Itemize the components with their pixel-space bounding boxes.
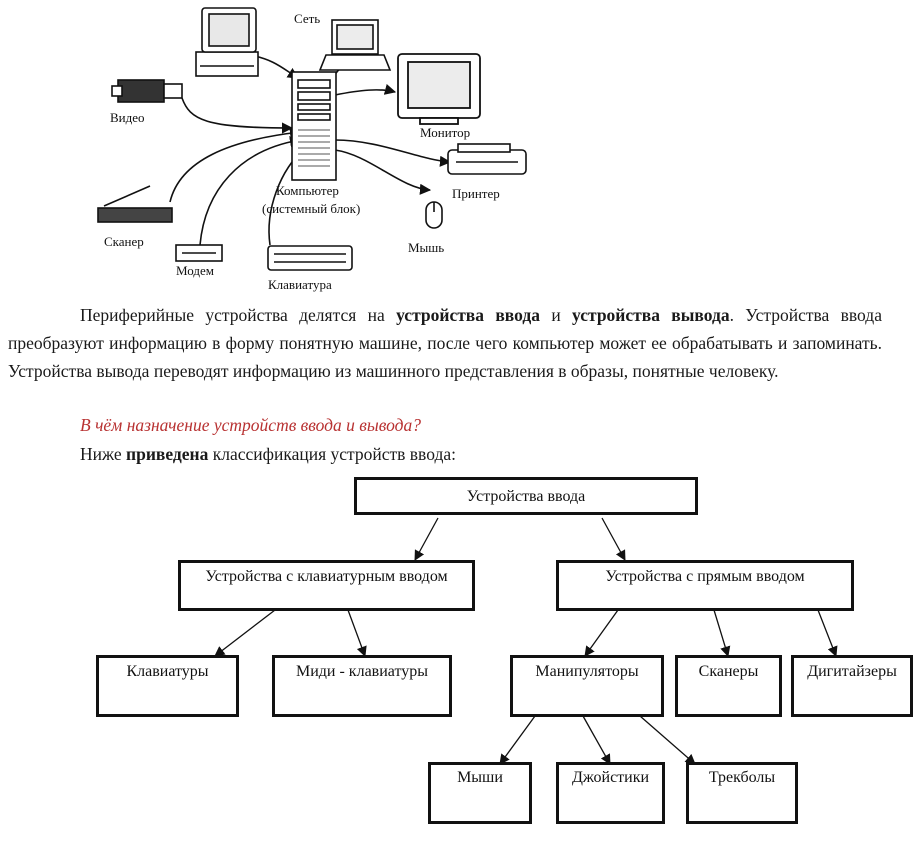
mouse-icon [425,201,443,229]
video-camera-icon [111,79,183,103]
printer-label: Принтер [452,186,500,201]
box-keyboards: Клавиатуры [96,655,239,717]
intro-text-b: классификация устройств ввода: [208,444,456,464]
intro-text-a: Ниже [80,444,127,464]
scanner-icon [97,185,173,223]
classification-connectors [214,517,838,765]
peripherals-diagram: Сеть Видео Монитор Компьютер (системный … [97,7,527,292]
printer-icon [447,143,527,175]
box-mice: Мыши [428,762,532,824]
paragraph-peripherals: Периферийные устройства делятся на устро… [8,301,882,385]
system-unit-icon [291,71,337,181]
monitor-icon [397,53,481,125]
box-keyboard-input-devices: Устройства с клавиатурным вводом [178,560,475,611]
monitor-label: Монитор [420,125,470,140]
box-trackballs: Трекболы [686,762,798,824]
box-midi-keyboards: Миди - клавиатуры [272,655,452,717]
classification-intro: Ниже приведена классификация устройств в… [80,440,456,468]
keyboard-label: Клавиатура [268,277,332,292]
laptop-icon [318,19,392,71]
box-scanners: Сканеры [675,655,782,717]
computer-label-line1: Компьютер [276,183,339,198]
network-label: Сеть [294,11,320,26]
para1-text-b: . Устройства ввода преобразуют информаци… [8,305,882,381]
box-direct-input-devices: Устройства с прямым вводом [556,560,854,611]
para1-text-a: Периферийные устройства делятся на [80,305,397,325]
modem-icon [175,244,223,262]
scanner-label: Сканер [104,234,144,249]
keyboard-icon [267,245,353,271]
box-input-devices: Устройства ввода [354,477,698,515]
para1-bold-output: устройства вывода [572,305,730,325]
box-digitizers: Дигитайзеры [791,655,913,717]
question-text: В чём назначение устройств ввода и вывод… [80,415,421,435]
modem-label: Модем [176,263,214,278]
mouse-label: Мышь [408,240,444,255]
box-joysticks: Джойстики [556,762,665,824]
para1-and: и [539,305,573,325]
intro-bold: приведена [126,444,209,464]
para1-bold-input: устройства ввода [396,305,540,325]
desktop-icon [195,7,259,77]
computer-label-line2: (системный блок) [262,201,360,216]
video-label: Видео [110,110,145,125]
box-manipulators: Манипуляторы [510,655,664,717]
